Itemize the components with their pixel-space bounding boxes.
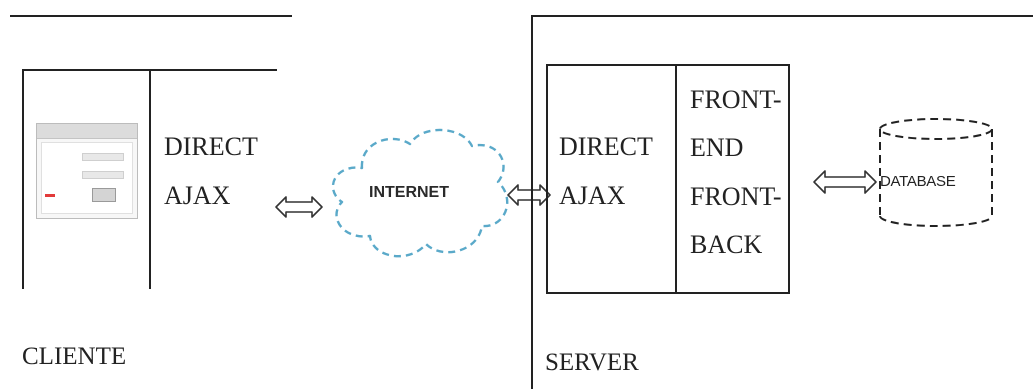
server-inner-right-border	[788, 64, 790, 294]
client-left-border	[22, 69, 24, 289]
double-arrow-icon	[813, 170, 877, 194]
server-outer-top-border	[531, 15, 1033, 17]
double-arrow-icon	[275, 196, 323, 218]
server-front-line1: FRONT-	[690, 85, 782, 114]
server-inner-top-border	[546, 64, 790, 66]
server-front-line3: FRONT-	[690, 182, 782, 211]
top-left-line	[10, 15, 292, 17]
server-front-line2: END	[690, 133, 744, 162]
server-layer-line1: DIRECT	[559, 132, 653, 161]
thumb-field-user	[82, 153, 124, 161]
client-divider	[149, 69, 151, 289]
server-inner-divider	[675, 64, 677, 294]
thumb-error-mark	[45, 194, 55, 197]
client-layer-line2: AJAX	[164, 181, 231, 210]
thumb-titlebar	[37, 124, 137, 139]
thumb-field-pass	[82, 171, 124, 179]
database-cylinder-icon	[879, 118, 993, 227]
client-app-screenshot	[36, 123, 138, 219]
server-inner-bottom-border	[546, 292, 790, 294]
server-label: SERVER	[545, 349, 639, 376]
internet-label: INTERNET	[369, 184, 449, 201]
client-label: CLIENTE	[22, 343, 127, 370]
thumb-body	[41, 142, 133, 214]
server-layer-line2: AJAX	[559, 181, 626, 210]
server-inner-left-border	[546, 64, 548, 294]
server-front-line4: BACK	[690, 230, 763, 259]
client-layer-line1: DIRECT	[164, 132, 258, 161]
server-outer-left-border	[531, 15, 533, 389]
double-arrow-icon	[507, 184, 551, 206]
database-label: DATABASE	[880, 173, 956, 190]
internet-cloud-icon	[331, 128, 509, 258]
thumb-button	[92, 188, 116, 202]
